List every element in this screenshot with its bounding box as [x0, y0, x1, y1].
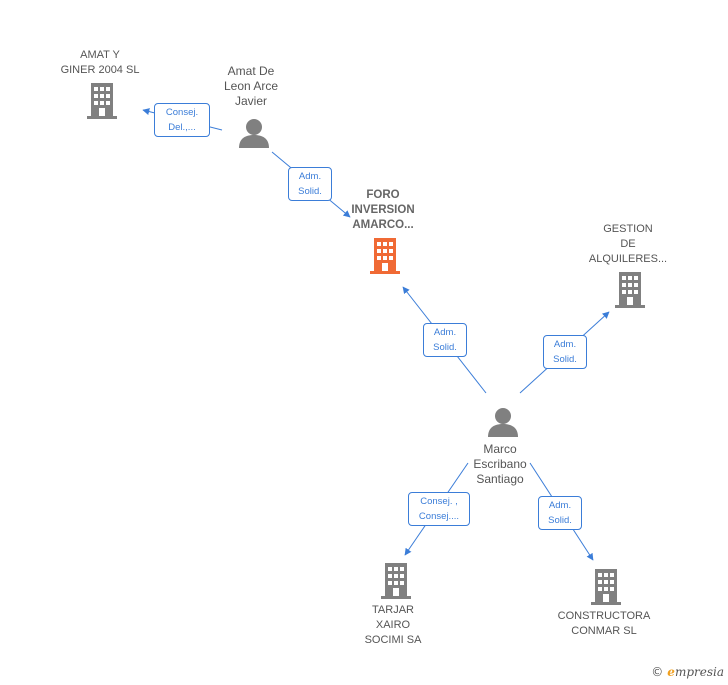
- label-line: TARJAR: [372, 604, 414, 616]
- label-line: Amat De: [227, 64, 275, 78]
- label-line: Marco: [483, 442, 517, 456]
- building-icon-foro[interactable]: [368, 238, 402, 274]
- edge-label-consej-del[interactable]: Consej. Del.,...: [154, 103, 210, 137]
- label-line: GINER 2004 SL: [60, 64, 140, 76]
- building-icon-gestion[interactable]: [613, 272, 647, 308]
- node-label-foro: FORO INVERSION AMARCO...: [333, 188, 433, 233]
- edge-label-line: Del.,...: [168, 122, 196, 133]
- label-line: Leon Arce: [223, 79, 279, 93]
- label-line: Santiago: [476, 472, 524, 486]
- edge-label-adm-solid-constructora[interactable]: Adm. Solid.: [538, 496, 582, 530]
- brand-watermark: ©empresia: [651, 665, 724, 679]
- building-icon-constructora[interactable]: [589, 569, 623, 605]
- edge-label-line: Adm.: [298, 171, 322, 182]
- node-label-gestion: GESTION DE ALQUILERES...: [578, 222, 678, 267]
- label-line: XAIRO: [375, 619, 411, 631]
- edge-label-line: Solid.: [298, 186, 322, 197]
- edge-label-line: Solid.: [553, 354, 577, 365]
- label-line: CONSTRUCTORA: [557, 610, 651, 622]
- node-label-constructora: CONSTRUCTORA CONMAR SL: [548, 609, 660, 639]
- edge-label-line: Consej....: [418, 511, 460, 522]
- label-line: Escribano: [473, 457, 527, 471]
- edge-label-adm-solid-foro-amat[interactable]: Adm. Solid.: [288, 167, 332, 201]
- brand-name: mpresia: [674, 665, 724, 679]
- label-line: AMAT Y: [80, 49, 120, 61]
- edge-label-line: Adm.: [433, 327, 457, 338]
- person-icon-marco[interactable]: [487, 407, 519, 437]
- node-label-amat-person: Amat De Leon Arce Javier: [205, 64, 297, 109]
- label-line: DE: [620, 238, 636, 250]
- edge-label-consej-consej[interactable]: Consej. , Consej....: [408, 492, 470, 526]
- building-icon-tarjar[interactable]: [379, 563, 413, 599]
- label-line: ALQUILERES...: [588, 253, 668, 265]
- label-line: SOCIMI SA: [364, 634, 422, 646]
- edge-label-adm-solid-gestion[interactable]: Adm. Solid.: [543, 335, 587, 369]
- edge-label-line: Adm.: [553, 339, 577, 350]
- edge-label-line: Solid.: [433, 342, 457, 353]
- edge-label-line: Solid.: [548, 515, 572, 526]
- label-line: GESTION: [603, 223, 653, 235]
- node-label-marco: Marco Escribano Santiago: [460, 442, 540, 487]
- label-line: FORO: [366, 189, 400, 201]
- label-line: INVERSION: [351, 204, 415, 216]
- edge-label-line: Consej. ,: [420, 496, 458, 507]
- node-label-amat-giner: AMAT Y GINER 2004 SL: [40, 48, 160, 78]
- label-line: Javier: [234, 94, 267, 108]
- edge-label-line: Adm.: [548, 500, 572, 511]
- label-line: AMARCO...: [352, 219, 414, 231]
- building-icon-amat-giner[interactable]: [85, 83, 119, 119]
- label-line: CONMAR SL: [571, 625, 637, 637]
- node-label-tarjar: TARJAR XAIRO SOCIMI SA: [343, 603, 443, 648]
- edge-label-line: Consej.: [165, 107, 199, 118]
- copyright-icon: ©: [651, 665, 664, 679]
- person-icon-amat[interactable]: [238, 118, 270, 148]
- brand-initial: e: [667, 665, 675, 679]
- edge-label-adm-solid-foro-marco[interactable]: Adm. Solid.: [423, 323, 467, 357]
